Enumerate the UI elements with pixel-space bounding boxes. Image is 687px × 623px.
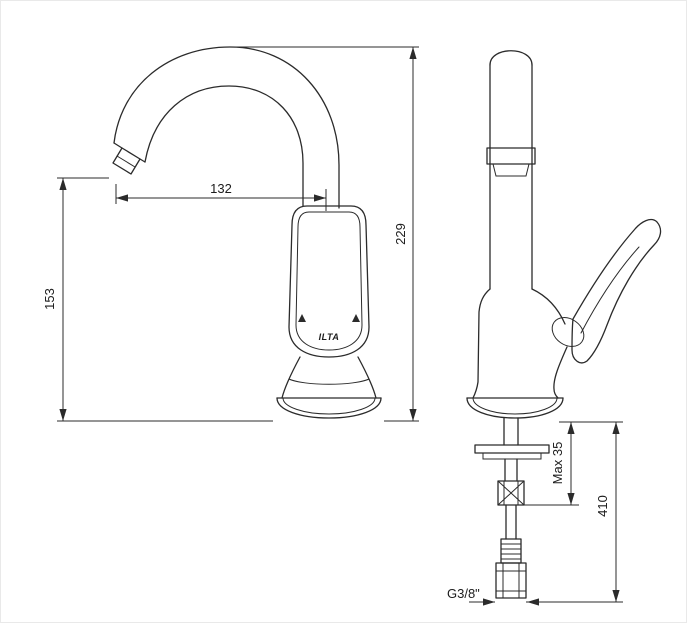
body-right-contour — [357, 356, 377, 399]
brand-logo: ILTA — [319, 332, 340, 342]
label-connection-thread: G3/8" — [447, 586, 480, 601]
handle-paddle-outline — [288, 205, 370, 358]
label-outlet-height: 153 — [42, 288, 57, 310]
body-right-edge-upper — [531, 288, 566, 325]
label-total-height: 229 — [393, 223, 408, 245]
threaded-shank — [503, 417, 519, 446]
base-inner-line — [282, 397, 376, 415]
label-hose-length: 410 — [595, 495, 610, 517]
body-right-edge-lower — [553, 346, 568, 399]
handle-socket-joint — [551, 317, 585, 347]
supply-hose — [505, 504, 517, 540]
hose-braid-ribs — [500, 543, 522, 560]
base-inner-line — [472, 397, 558, 415]
aerator-tip-line — [116, 155, 136, 168]
handle-paddle-inner-line — [295, 211, 363, 351]
spout-inner-curve — [144, 85, 304, 207]
front-view: ILTA — [112, 46, 382, 419]
aerator-tip — [112, 147, 141, 175]
nozzle-face-line — [139, 158, 146, 163]
body-left-edge — [472, 288, 491, 399]
spout-outer-curve — [113, 46, 340, 209]
label-spout-reach: 132 — [210, 181, 232, 196]
spout-top-dome — [489, 50, 533, 66]
handle-lever-outline — [571, 218, 662, 364]
hose-end-fitting-facets — [495, 562, 527, 599]
threaded-stud — [504, 458, 518, 482]
side-view — [466, 50, 662, 599]
hot-indicator-icon — [298, 314, 306, 322]
cold-indicator-icon — [352, 314, 360, 322]
mounting-washer-lower — [482, 452, 542, 460]
label-max-thickness: Max 35 — [550, 442, 565, 485]
nozzle-face-line — [113, 142, 123, 149]
mounting-nut-facets — [503, 480, 519, 506]
aerator-band — [486, 147, 536, 165]
body-shoulder-line — [288, 378, 370, 385]
body-left-contour — [281, 356, 301, 399]
mounting-washer — [474, 444, 550, 454]
base-outer-line — [466, 397, 564, 419]
handle-lever-inner-line — [580, 246, 640, 334]
mounting-nut-thread-hatch — [497, 480, 525, 506]
dimensions: 132 153 229 Max 35 410 G3/8" — [42, 46, 623, 606]
aerator-spray-face — [492, 163, 530, 177]
base-outer-line — [276, 397, 382, 419]
hose-end-fitting — [495, 562, 527, 599]
